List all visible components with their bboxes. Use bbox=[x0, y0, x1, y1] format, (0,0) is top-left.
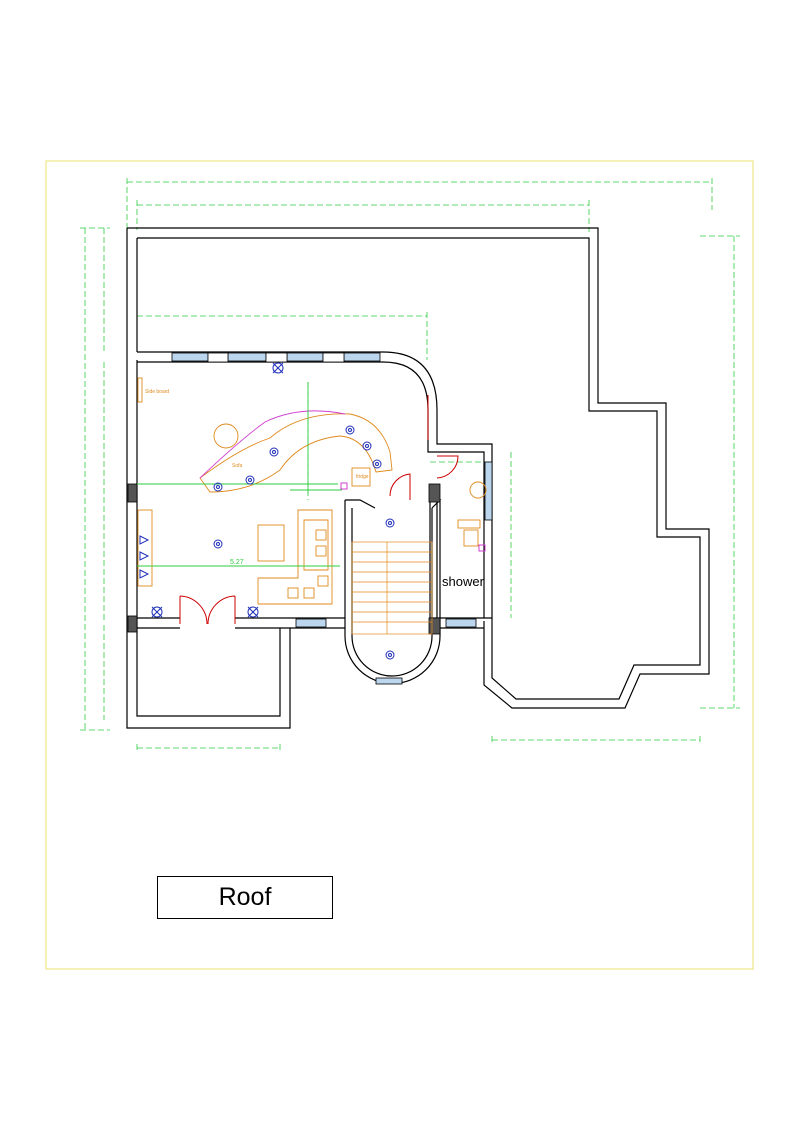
windows bbox=[171, 352, 493, 685]
pillars bbox=[127, 352, 441, 635]
outlet bbox=[478, 544, 486, 552]
plan-labels: Side board Sofa fridge bbox=[145, 389, 369, 480]
page-title: Roof bbox=[157, 876, 333, 919]
stairs bbox=[351, 541, 433, 635]
outlet bbox=[340, 482, 348, 490]
shower-label: shower bbox=[442, 574, 484, 589]
center-dimensions bbox=[137, 382, 342, 567]
sofa-label: Sofa bbox=[232, 463, 243, 469]
light-fixtures bbox=[139, 362, 395, 660]
walls bbox=[126, 227, 710, 729]
sheet-border bbox=[45, 160, 754, 970]
furniture bbox=[137, 377, 487, 605]
counter-curve bbox=[199, 410, 346, 479]
fridge-label: fridge bbox=[356, 474, 369, 480]
side-board-label: Side board bbox=[145, 389, 169, 395]
dimension-lines bbox=[80, 178, 740, 752]
living-width-dimension: 5.27 bbox=[230, 559, 244, 566]
doors bbox=[179, 395, 459, 625]
